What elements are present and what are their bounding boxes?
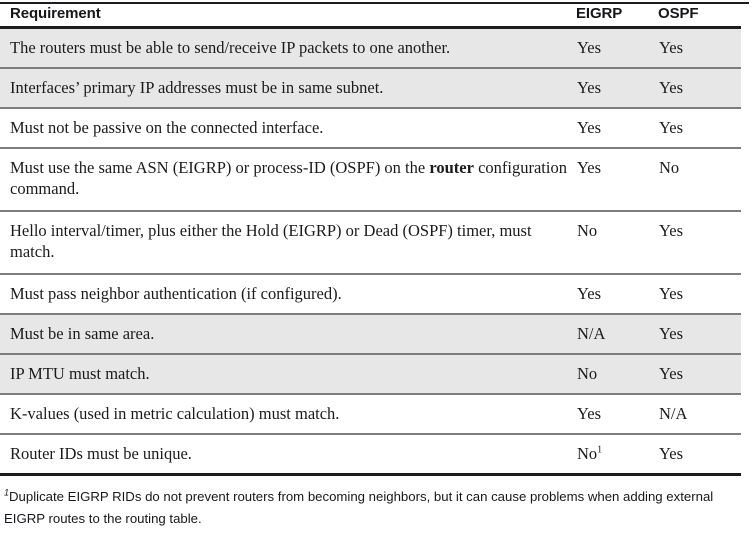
- cell-eigrp-value: Yes: [576, 68, 658, 108]
- cell-requirement: Interfaces’ primary IP addresses must be…: [0, 68, 576, 108]
- cell-requirement: IP MTU must match.: [0, 354, 576, 394]
- cell-eigrp-value: Yes: [576, 148, 658, 211]
- cell-ospf-value: N/A: [659, 404, 688, 423]
- table-row: Hello interval/timer, plus either the Ho…: [0, 211, 741, 274]
- table-body: The routers must be able to send/receive…: [0, 27, 741, 475]
- cell-eigrp-value: No1: [576, 434, 658, 475]
- eigrp-value-text: Yes: [577, 38, 602, 57]
- column-header-requirement: Requirement: [10, 4, 101, 22]
- eigrp-value-text: No: [577, 444, 598, 463]
- eigrp-value-text: No: [577, 364, 598, 383]
- table-row: Interfaces’ primary IP addresses must be…: [0, 68, 741, 108]
- cell-requirement: Must use the same ASN (EIGRP) or process…: [10, 158, 567, 198]
- table-row: The routers must be able to send/receive…: [0, 27, 741, 68]
- eigrp-value-text: Yes: [577, 78, 602, 97]
- cell-ospf-value: Yes: [659, 118, 684, 137]
- cell-requirement: Router IDs must be unique.: [10, 444, 192, 463]
- cell-ospf-value: No: [659, 158, 680, 177]
- cell-requirement: Hello interval/timer, plus either the Ho…: [10, 221, 532, 261]
- eigrp-value-text: Yes: [577, 404, 602, 423]
- table-row: Must use the same ASN (EIGRP) or process…: [0, 148, 741, 211]
- cell-eigrp-value: Yes: [576, 108, 658, 148]
- cell-requirement: K-values (used in metric calculation) mu…: [10, 404, 340, 423]
- footnote-text: Duplicate EIGRP RIDs do not prevent rout…: [4, 489, 714, 526]
- eigrp-value-text: Yes: [577, 158, 602, 177]
- cell-eigrp-value: No: [576, 211, 658, 274]
- cell-ospf-value: Yes: [658, 314, 741, 354]
- cell-ospf-value: Yes: [658, 27, 741, 68]
- cell-footnote-marker: 1: [597, 444, 603, 456]
- cell-ospf-value: Yes: [659, 284, 684, 303]
- cell-eigrp-value: Yes: [576, 394, 658, 434]
- cell-ospf-value: Yes: [659, 444, 684, 463]
- cell-ospf-value: Yes: [658, 354, 741, 394]
- table-header-row: Requirement EIGRP OSPF: [0, 0, 741, 28]
- eigrp-value-text: No: [577, 221, 598, 240]
- inline-command-keyword: router: [429, 158, 474, 177]
- cell-eigrp-value: Yes: [576, 27, 658, 68]
- eigrp-value-text: N/A: [577, 324, 606, 343]
- cell-requirement: Must not be passive on the connected int…: [10, 118, 324, 137]
- table-row: Must be in same area.N/A Yes: [0, 314, 741, 354]
- eigrp-value-text: Yes: [577, 284, 602, 303]
- footnote-marker: 1: [4, 487, 10, 498]
- column-header-ospf: OSPF: [658, 4, 699, 22]
- table-header: Requirement EIGRP OSPF: [0, 0, 741, 28]
- cell-requirement: Must pass neighbor authentication (if co…: [10, 284, 342, 303]
- cell-requirement: Must be in same area.: [0, 314, 576, 354]
- column-header-eigrp: EIGRP: [576, 4, 623, 22]
- table-row: Must pass neighbor authentication (if co…: [0, 274, 741, 314]
- cell-requirement: The routers must be able to send/receive…: [0, 27, 576, 68]
- cell-ospf-value: Yes: [658, 68, 741, 108]
- eigrp-value-text: Yes: [577, 118, 602, 137]
- cell-eigrp-value: N/A: [576, 314, 658, 354]
- neighbor-requirements-table: Requirement EIGRP OSPF The routers must …: [0, 0, 741, 475]
- cell-eigrp-value: Yes: [576, 274, 658, 314]
- table-row: IP MTU must match.No Yes: [0, 354, 741, 394]
- table-footnote: 1Duplicate EIGRP RIDs do not prevent rou…: [0, 476, 735, 530]
- table-row: Must not be passive on the connected int…: [0, 108, 741, 148]
- cell-eigrp-value: No: [576, 354, 658, 394]
- table-row: K-values (used in metric calculation) mu…: [0, 394, 741, 434]
- cell-ospf-value: Yes: [659, 221, 684, 240]
- table-top-rule: [0, 2, 749, 4]
